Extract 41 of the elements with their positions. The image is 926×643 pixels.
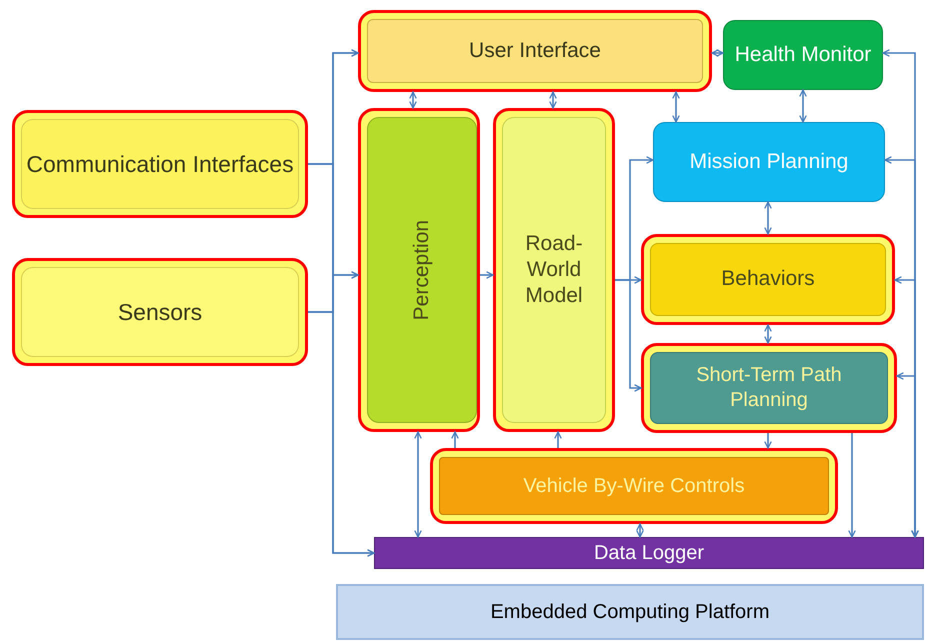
node-label: Mission Planning — [690, 148, 848, 175]
node-label: Health Monitor — [734, 42, 872, 68]
process-box — [12, 258, 308, 366]
arrow — [451, 431, 459, 448]
node-label: Short-Term Path Planning — [695, 363, 843, 413]
arrow — [409, 91, 417, 109]
arrow — [711, 49, 724, 57]
arrow — [636, 523, 644, 538]
process-box — [641, 234, 895, 325]
process-box — [358, 10, 712, 92]
arrow — [672, 91, 680, 123]
arrow — [896, 372, 919, 538]
arrow — [414, 431, 422, 538]
process-box — [374, 537, 924, 569]
arrow — [549, 91, 557, 109]
node-label: User Interface — [469, 38, 601, 64]
arrow — [554, 431, 562, 448]
node-label: Data Logger — [594, 540, 704, 566]
node-label: Behaviors — [721, 266, 815, 292]
process-box — [358, 108, 480, 432]
process-box — [430, 448, 838, 524]
node-label: Sensors — [118, 298, 202, 326]
node-label: Perception — [409, 220, 434, 320]
arrow — [615, 279, 642, 392]
arrow — [308, 163, 375, 557]
process-box — [723, 20, 883, 90]
arrow — [764, 201, 772, 235]
node-label: Embedded Computing Platform — [490, 600, 770, 624]
node-label: Road-World Model — [524, 230, 584, 310]
arrow — [799, 89, 807, 123]
process-box — [336, 584, 924, 640]
node-label: Vehicle By-Wire Controls — [523, 474, 745, 498]
node-label: Communication Interfaces — [26, 150, 294, 178]
process-box — [641, 343, 897, 433]
arrow — [480, 271, 494, 279]
arrow — [848, 433, 856, 538]
process-box — [653, 122, 885, 202]
process-box — [493, 108, 615, 432]
arrow — [764, 324, 772, 344]
process-box — [12, 110, 308, 218]
arrow — [764, 433, 772, 449]
